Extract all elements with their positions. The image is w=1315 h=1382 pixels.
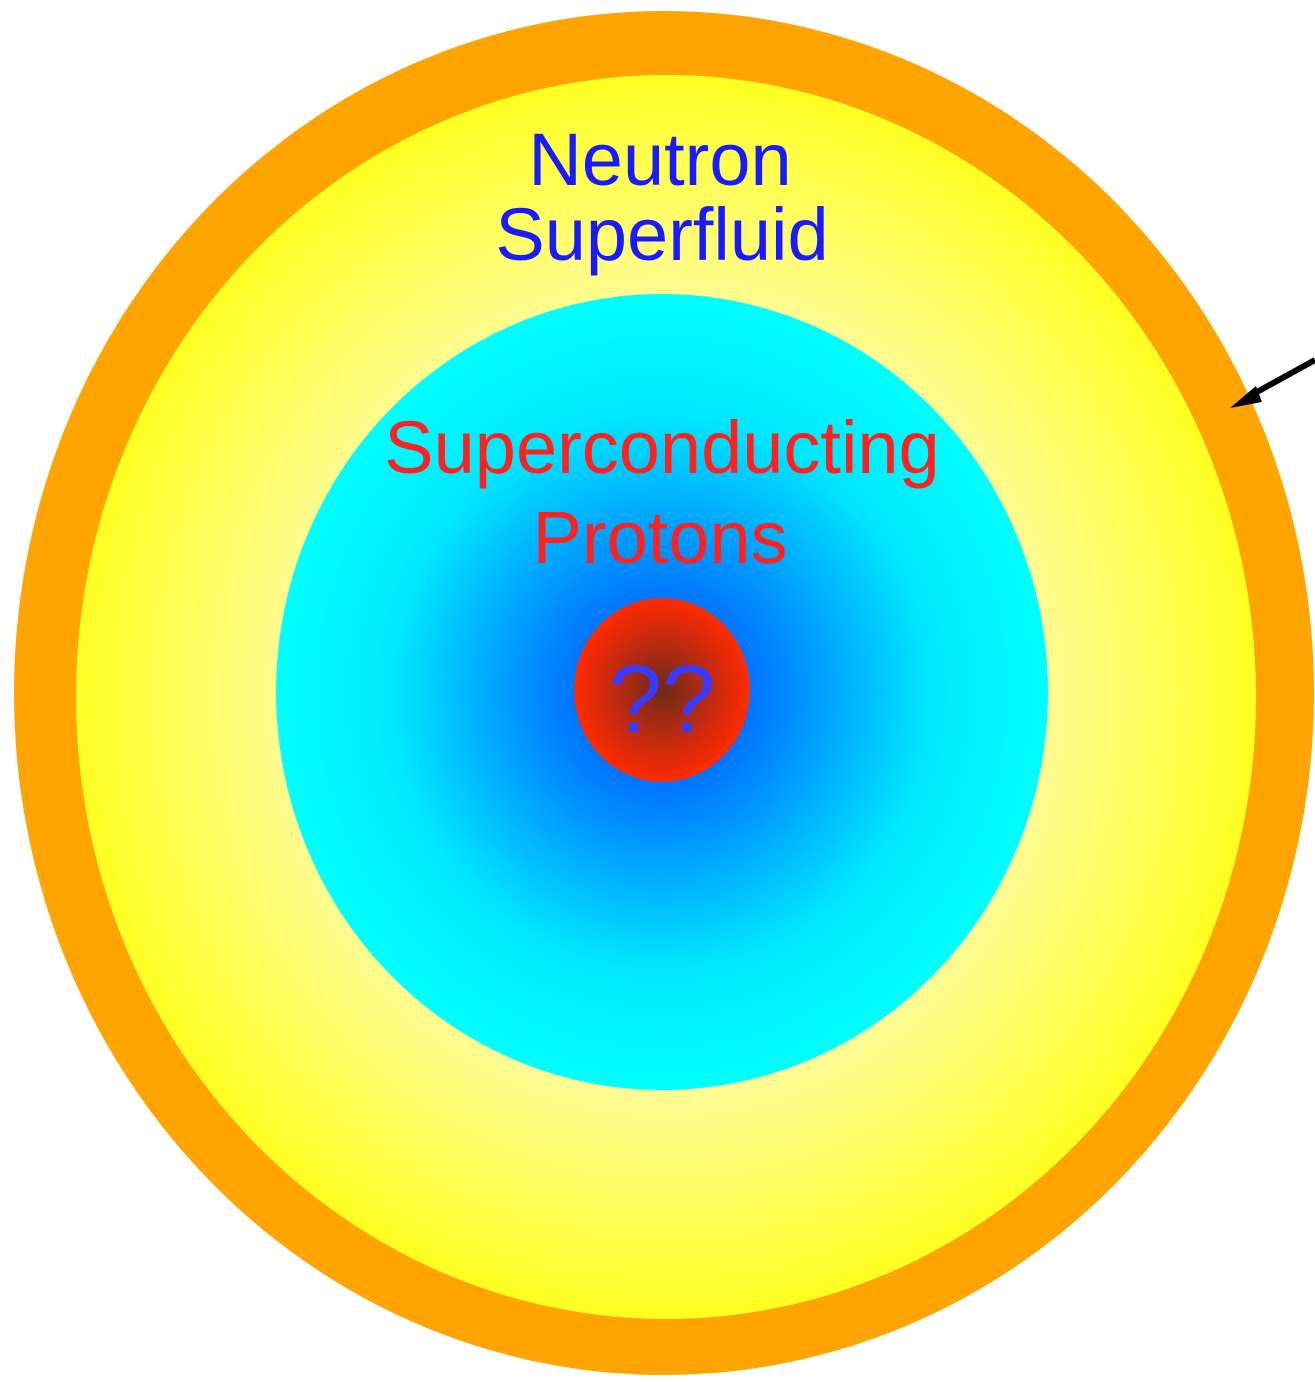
neutron-label-line1: Neutron	[528, 118, 791, 201]
core-region	[574, 598, 750, 782]
neutron-label-line2: Superfluid	[495, 193, 828, 276]
protons-label-line1: Superconducting	[384, 406, 939, 489]
crust-arrow	[1230, 357, 1315, 408]
protons-label-line2: Protons	[532, 496, 787, 579]
core-label: ??	[609, 646, 716, 753]
